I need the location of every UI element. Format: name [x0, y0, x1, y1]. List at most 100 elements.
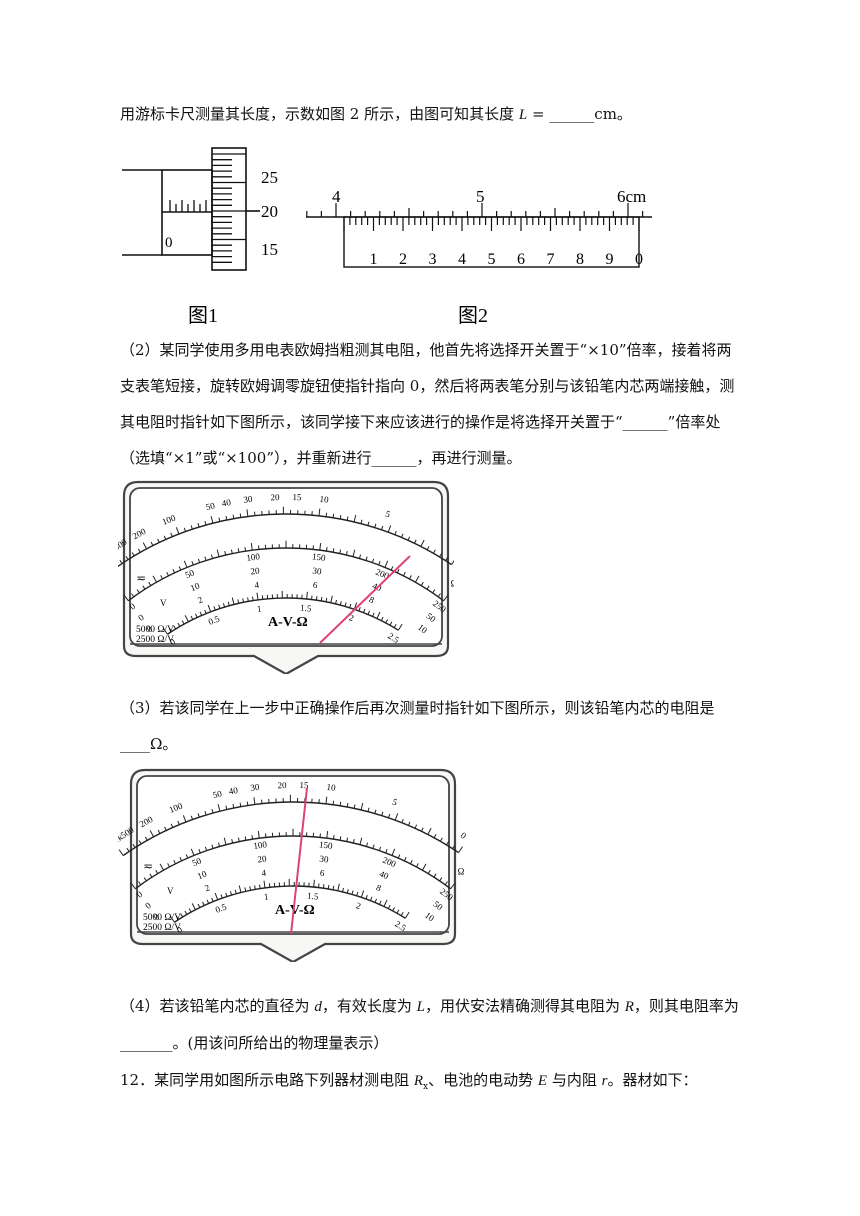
scale-tick: [371, 558, 375, 563]
scale-tick: [339, 549, 342, 554]
scale-tick: [346, 837, 349, 842]
scale-tick: [439, 553, 443, 558]
vernier-label: 2: [399, 251, 407, 268]
scale-tick: [202, 901, 205, 906]
scale-tick: [211, 897, 214, 902]
dc-label: 6: [312, 580, 318, 591]
scale-tick: [450, 882, 456, 890]
dc-label: 8: [375, 882, 383, 893]
scale-tick: [175, 915, 179, 920]
scale-tick: [175, 527, 180, 535]
scale-tick: [352, 839, 355, 844]
scale-tick: [131, 593, 135, 598]
scale-tick: [352, 549, 356, 557]
scale-tick: [246, 509, 249, 517]
scale-tick: [204, 609, 207, 614]
scale-tick: [253, 797, 256, 805]
vernier-label: 1: [370, 251, 378, 268]
dc-label: 0: [152, 911, 162, 922]
scale-tick: [388, 813, 391, 818]
scale-tick: [210, 554, 214, 559]
scale-tick: [319, 542, 322, 551]
ac-label: 1: [263, 892, 269, 903]
scale-tick: [372, 844, 375, 849]
question-12: 12．某同学用如图所示电路下列器材测电阻 Rx、电池的电动势 E 与内阻 r。器…: [120, 1071, 698, 1092]
scale-tick: [190, 615, 194, 620]
scale-tick: [339, 601, 342, 606]
scale-arc: [174, 885, 406, 923]
scale-tick: [257, 830, 260, 839]
scale-tick: [225, 892, 228, 897]
dc-label: 200: [381, 855, 398, 870]
scale-tick: [204, 556, 207, 561]
dc-label: 0: [128, 601, 138, 612]
scale-tick: [181, 620, 185, 625]
scale-tick: [426, 546, 430, 551]
scale-tick: [177, 622, 181, 627]
dc-label: 30: [319, 853, 330, 864]
scale-tick: [322, 884, 325, 889]
dc-label: 6: [319, 868, 325, 879]
scale-tick: [394, 813, 399, 821]
scale-tick: [342, 887, 344, 892]
scale-tick: [237, 837, 240, 842]
thimble-label-20: 20: [261, 202, 278, 221]
scale-tick: [230, 549, 233, 554]
scale-tick: [446, 841, 450, 846]
scale-tick: [173, 625, 177, 630]
thimble-label-15: 15: [261, 240, 278, 259]
meter-pointer: [290, 787, 308, 935]
scale-tick: [142, 542, 148, 550]
scale-tick: [160, 575, 163, 580]
scale-tick: [337, 883, 340, 891]
scale-tick: [401, 818, 404, 823]
ohm-unit: Ω: [458, 867, 465, 877]
scale-tick: [360, 890, 365, 898]
scale-tick: [197, 523, 200, 528]
ohm-label: 40: [221, 497, 232, 509]
scale-tick: [400, 911, 404, 916]
scale-tick: [433, 834, 437, 839]
main-label-4: 4: [332, 187, 341, 206]
scale-tick: [197, 903, 201, 908]
scale-tick: [332, 513, 335, 518]
scale-tick: [393, 623, 397, 628]
meter-spec-2: 2500 Ω/V: [136, 635, 174, 645]
vernier-label: 5: [488, 251, 496, 268]
scale-tick: [225, 805, 228, 810]
scale-tick: [332, 835, 335, 840]
scale-tick: [374, 809, 377, 814]
scale-tick: [390, 566, 394, 571]
vernier-label: 9: [606, 251, 614, 268]
scale-tick: [345, 551, 348, 556]
question-3: （3）若该同学在上一步中正确操作后再次测量时指针如下图所示，则该铅笔内芯的电阻是…: [120, 699, 715, 753]
scale-tick: [178, 566, 182, 571]
scale-tick: [170, 823, 174, 828]
scale-tick: [378, 846, 382, 851]
scale-tick: [387, 525, 392, 533]
ohm-label: 40: [228, 785, 239, 797]
ohm-label: 0: [459, 830, 468, 841]
scale-tick: [396, 569, 400, 574]
scale-tick: [433, 873, 437, 878]
ohm-label: 0: [452, 542, 454, 553]
scale-tick: [370, 896, 373, 901]
scale-tick: [380, 616, 384, 621]
scale-tick: [217, 804, 221, 812]
scale-tick: [367, 807, 370, 812]
dc-label: 4: [254, 580, 260, 591]
meter-figure-1: 1k50020010050403020151050Ω05010015020025…: [118, 480, 454, 674]
scale-tick: [389, 621, 393, 626]
scale-tick: [353, 514, 357, 523]
scale-tick: [421, 863, 427, 871]
scale-tick: [451, 560, 454, 565]
main-label-6cm: 6cm: [617, 187, 646, 206]
scale-tick: [172, 569, 176, 574]
scale-tick: [403, 857, 407, 862]
scale-tick: [204, 811, 207, 816]
dc-label: 8: [368, 594, 376, 605]
scale-tick: [239, 802, 242, 807]
scale-tick: [384, 560, 389, 568]
scale-tick: [185, 854, 189, 859]
scale-tick: [432, 549, 436, 554]
